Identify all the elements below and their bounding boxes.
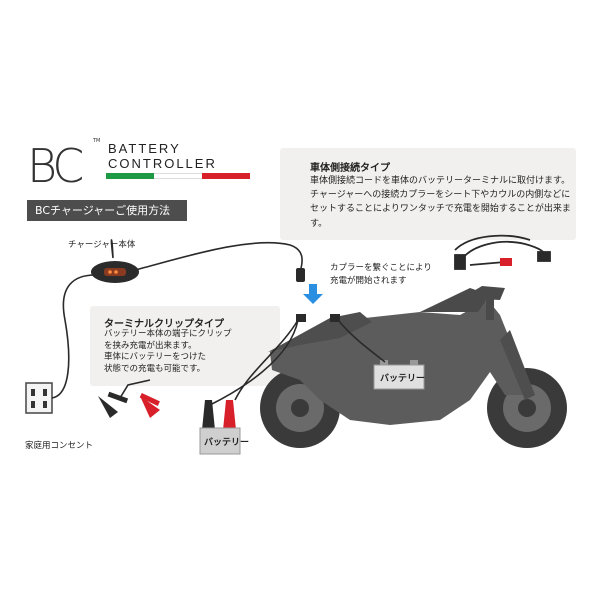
charger-body-label: チャージャー本体	[68, 240, 136, 250]
motorcycle-silhouette	[260, 286, 567, 448]
charger-coupler	[296, 268, 340, 322]
bike-battery	[373, 360, 425, 390]
home-outlet-label: 家庭用コンセント	[25, 441, 94, 451]
vehicle-type-body: 車体側接続コードを車体のバッテリーターミナルに取付けます。チャージャーへの接続カ…	[310, 176, 571, 229]
terminal-type-line1: バッテリー本体の端子にクリップ	[104, 329, 232, 339]
charger-cables	[51, 239, 386, 406]
vehicle-type-title: 車体側接続タイプ	[310, 163, 390, 174]
terminal-type-body: バッテリー本体の端子にクリップ を挟み充電が出来ます。 車体にバッテリーをつけた…	[104, 329, 274, 375]
terminal-type-line2: を挟み充電が出来ます。	[104, 340, 197, 351]
bike-battery-label: バッテリー	[380, 374, 426, 384]
vehicle-harness	[454, 234, 551, 270]
charger-body	[91, 261, 139, 283]
svg-text:BC: BC	[27, 142, 82, 186]
terminal-type-line4: 状態での充電も可能です。	[104, 363, 206, 374]
italian-flag-bar	[106, 173, 250, 179]
vehicle-type-panel	[280, 148, 576, 240]
coupler-note-line1: カプラーを繋ぐことにより	[330, 263, 432, 273]
terminal-type-line3: 車体にバッテリーをつけた	[104, 352, 207, 362]
coupler-note: カプラーを繋ぐことにより 充電が開始されます	[330, 262, 432, 288]
trademark-mark: TM	[93, 138, 101, 144]
battery-clips	[202, 400, 236, 430]
terminal-type-panel	[90, 306, 280, 386]
wall-outlet	[25, 382, 53, 414]
loose-clips	[98, 391, 160, 418]
flag-green	[106, 173, 154, 179]
left-battery	[199, 427, 241, 455]
connect-arrow	[303, 284, 323, 304]
flag-red	[202, 173, 250, 179]
flag-white	[154, 173, 202, 179]
coupler-note-line2: 充電が開始されます	[330, 276, 407, 286]
left-battery-label: バッテリー	[204, 438, 250, 448]
bc-logo: BC	[27, 142, 86, 186]
brand-line-battery: BATTERY	[108, 141, 181, 156]
usage-title-bar: BCチャージャーご使用方法	[27, 200, 187, 221]
brand-line-controller: CONTROLLER	[108, 156, 217, 171]
terminal-type-title: ターミナルクリップタイプ	[104, 319, 224, 330]
